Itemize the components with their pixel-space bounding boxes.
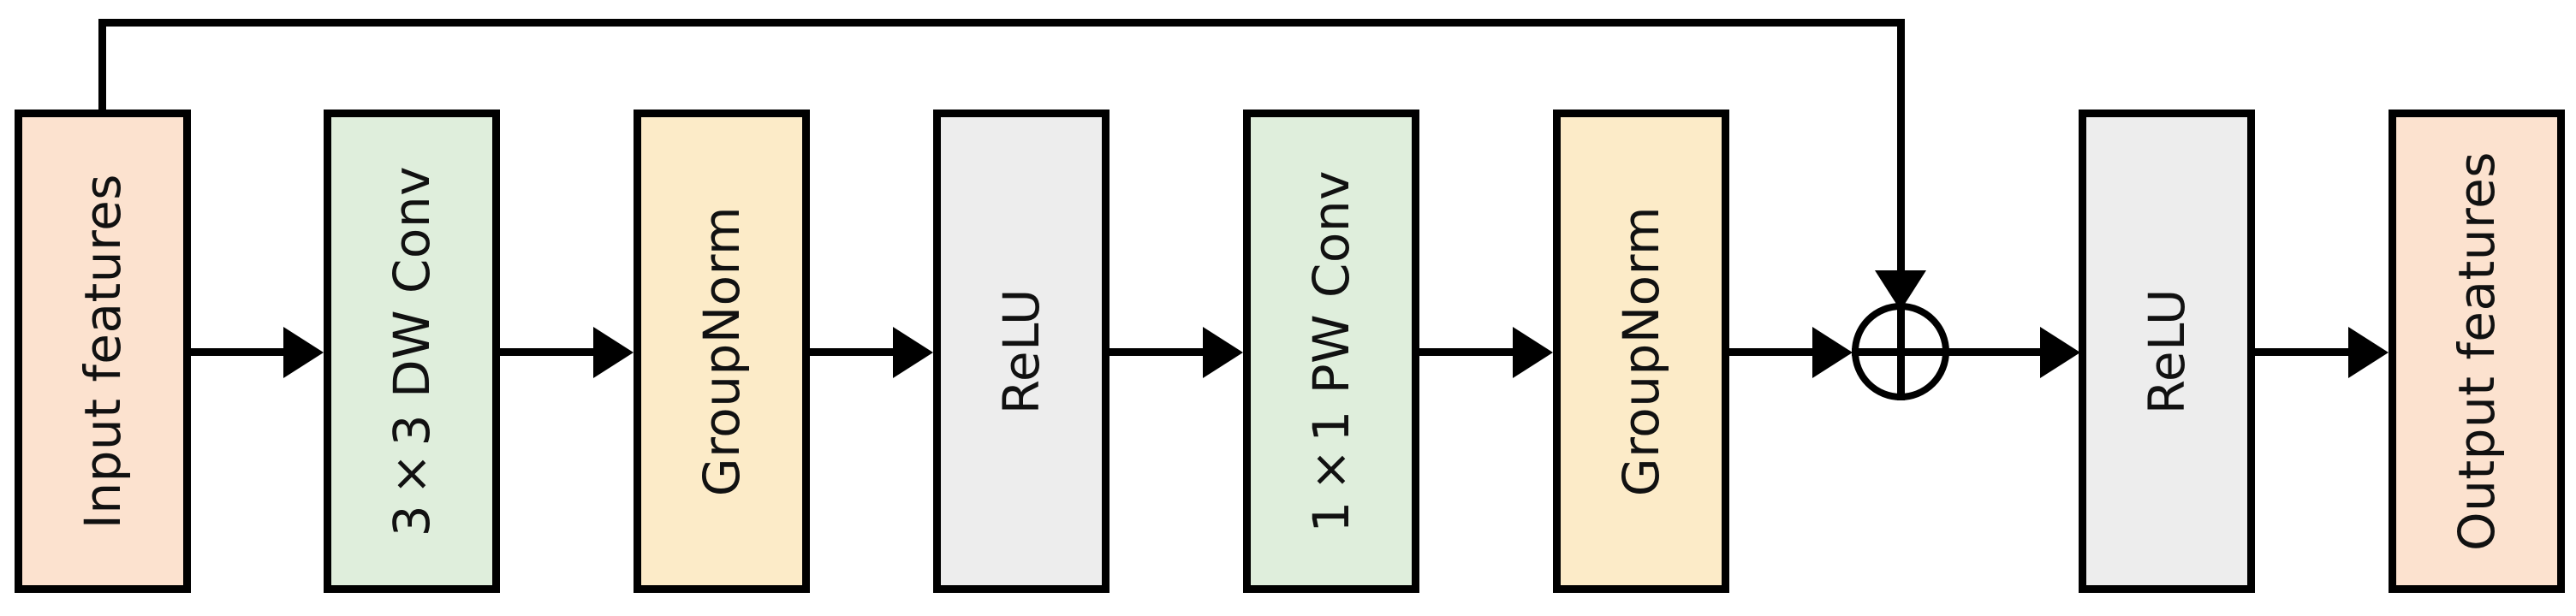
node-relu-2[interactable]: ReLU: [2079, 110, 2255, 593]
edge-add-to-relu2-line: [1949, 348, 2044, 356]
node-label-input-features: Input features: [74, 173, 132, 530]
node-output-features[interactable]: Output features: [2389, 110, 2565, 593]
residual-add-plus-horizontal: [1852, 348, 1949, 356]
skip-connection-horizontal-top: [98, 19, 1905, 27]
node-relu-1[interactable]: ReLU: [933, 110, 1110, 593]
node-label-dw-conv: 3×3 DW Conv: [383, 165, 441, 537]
edge-input-to-dwconv-arrowhead: [283, 327, 324, 378]
node-pw-conv[interactable]: 1×1 PW Conv: [1243, 110, 1419, 593]
edge-gn1-to-relu1-line: [810, 348, 894, 356]
edge-gn2-to-add-line: [1729, 348, 1815, 356]
node-dw-conv[interactable]: 3×3 DW Conv: [324, 110, 500, 593]
edge-relu1-to-pwconv-line: [1110, 348, 1204, 356]
node-label-groupnorm-1: GroupNorm: [693, 205, 751, 497]
edge-relu2-to-output-line: [2255, 348, 2349, 356]
edge-gn2-to-add-arrowhead: [1812, 327, 1853, 378]
node-input-features[interactable]: Input features: [15, 110, 191, 593]
edge-dwconv-to-gn1-line: [500, 348, 594, 356]
edge-pwconv-to-gn2-line: [1419, 348, 1514, 356]
edge-gn1-to-relu1-arrowhead: [893, 327, 933, 378]
skip-connection-vertical-left: [98, 19, 106, 115]
node-groupnorm-1[interactable]: GroupNorm: [634, 110, 810, 593]
node-label-output-features: Output features: [2448, 151, 2506, 552]
node-label-groupnorm-2: GroupNorm: [1612, 205, 1670, 497]
edge-add-to-relu2-arrowhead: [2040, 327, 2080, 378]
node-label-pw-conv: 1×1 PW Conv: [1302, 169, 1360, 533]
edge-relu2-to-output-arrowhead: [2348, 327, 2389, 378]
node-label-relu-2: ReLU: [2138, 287, 2196, 415]
edge-pwconv-to-gn2-arrowhead: [1513, 327, 1553, 378]
node-label-relu-1: ReLU: [992, 287, 1050, 415]
node-groupnorm-2[interactable]: GroupNorm: [1553, 110, 1729, 593]
edge-dwconv-to-gn1-arrowhead: [593, 327, 634, 378]
edge-input-to-dwconv-line: [191, 348, 285, 356]
edge-relu1-to-pwconv-arrowhead: [1203, 327, 1243, 378]
skip-connection-vertical-right: [1897, 19, 1905, 273]
